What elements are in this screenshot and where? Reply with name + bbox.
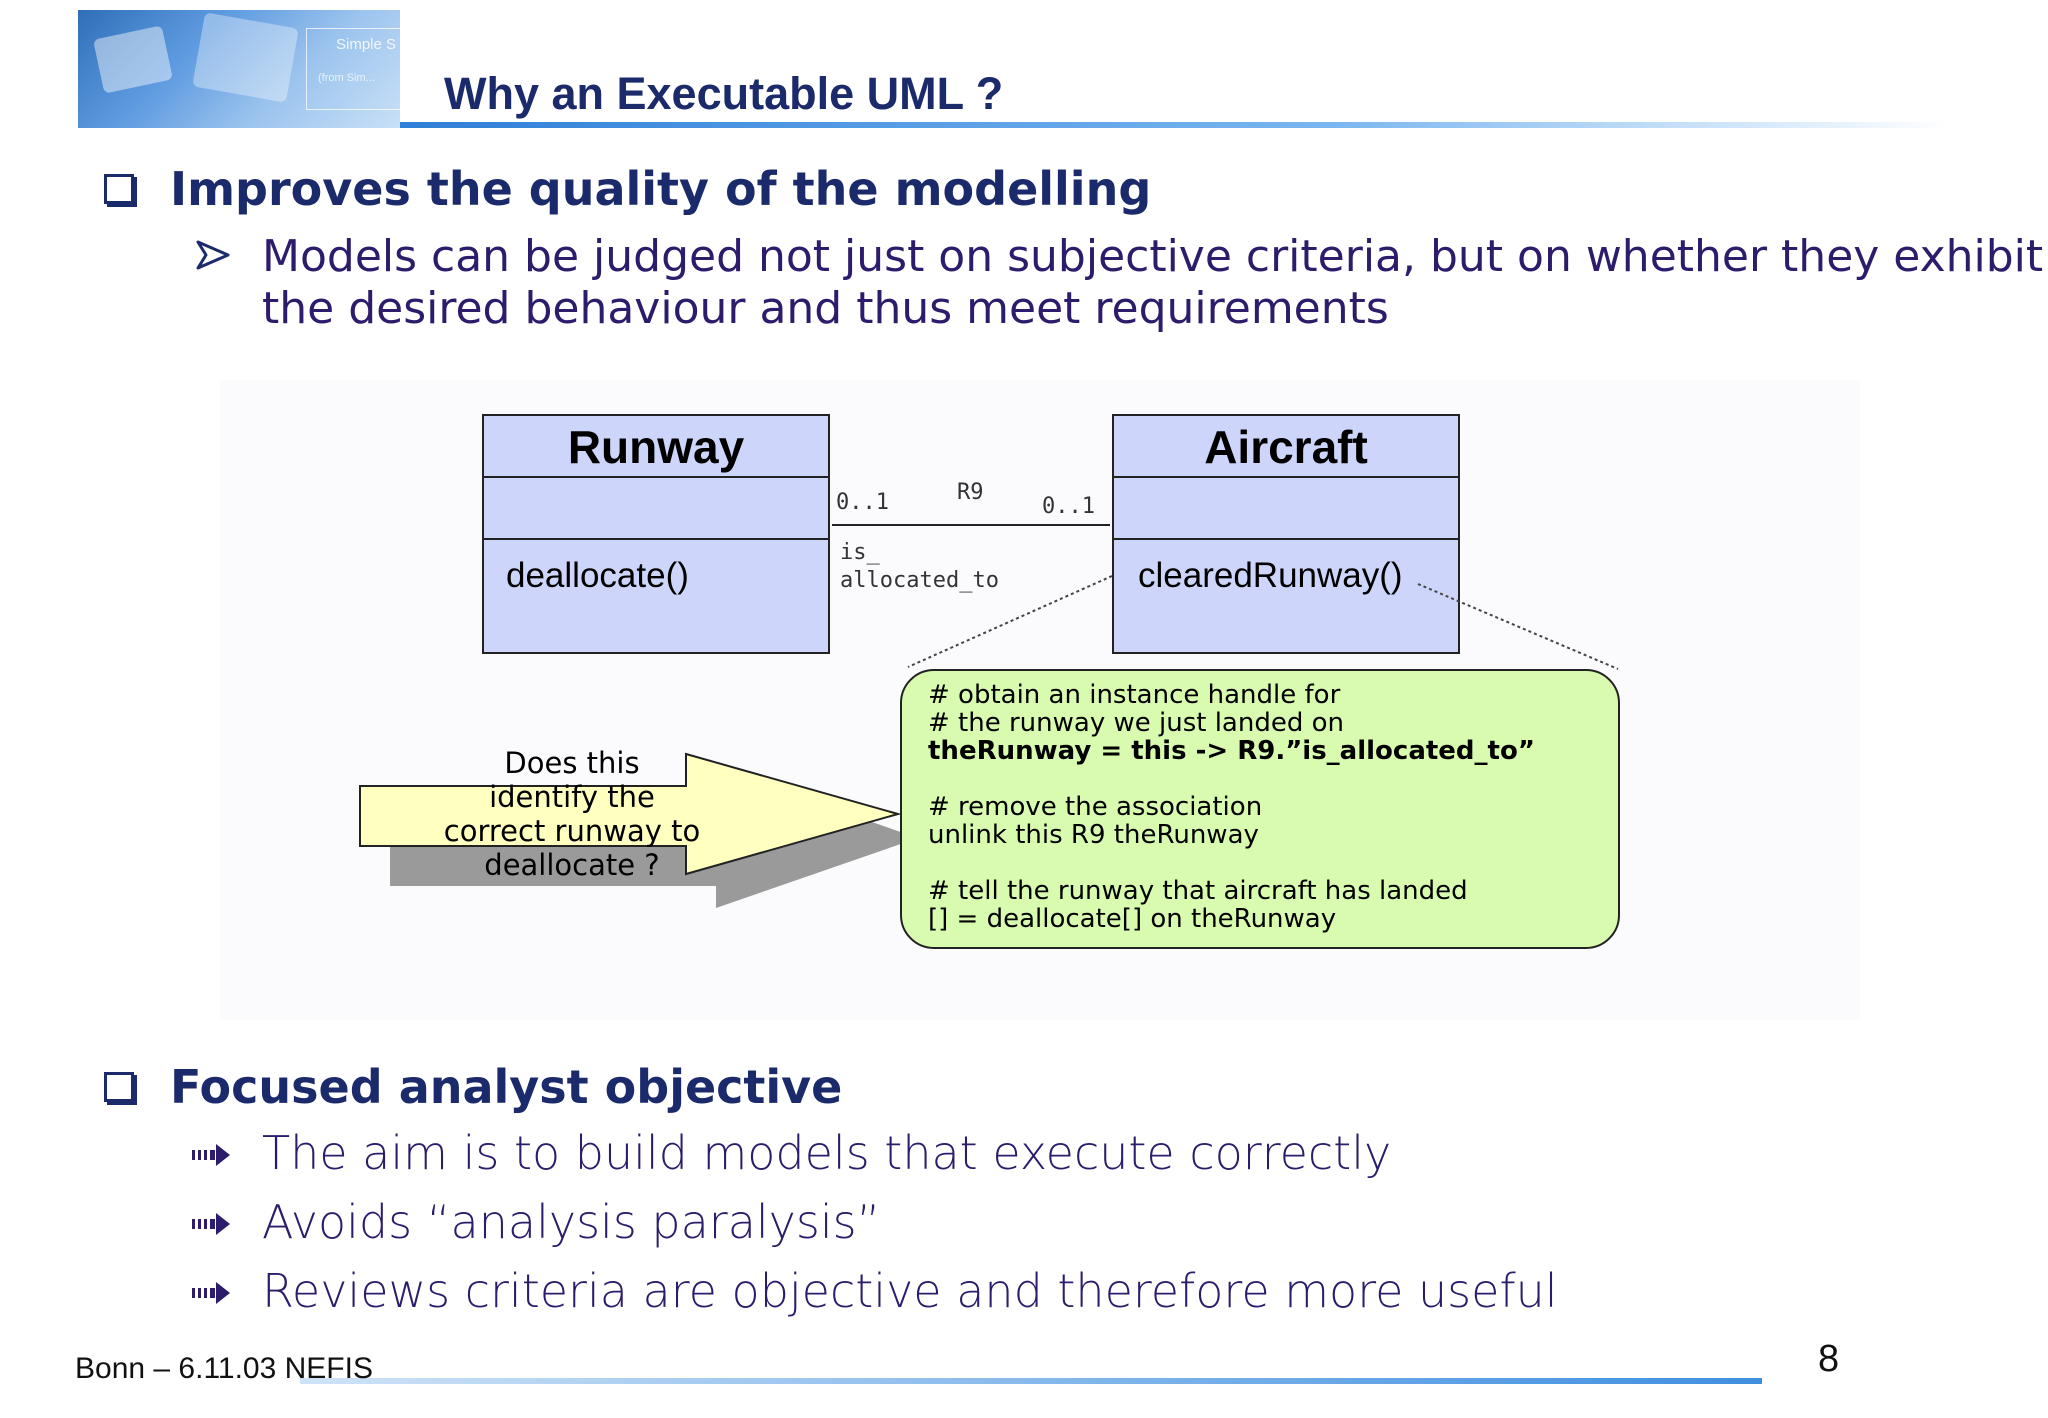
dashed-arrow-bullet-icon bbox=[192, 1280, 232, 1310]
callout-text: Does this identify the correct runway to… bbox=[400, 746, 744, 882]
note-line: # remove the association bbox=[928, 792, 1263, 822]
callout-arrow bbox=[359, 752, 902, 876]
role-name-line-2: allocated_to bbox=[840, 568, 999, 593]
header-logo-image: Simple S (from Sim... bbox=[78, 10, 400, 128]
note-line: theRunway = this -> R9.”is_allocated_to” bbox=[928, 736, 1535, 766]
section2-item: Avoids “analysis paralysis” bbox=[262, 1195, 881, 1249]
role-name-line-1: is_ bbox=[840, 540, 880, 565]
title-underline bbox=[400, 122, 1950, 128]
callout-line: Does this bbox=[504, 746, 640, 780]
runway-class-box: Runway deallocate() bbox=[482, 414, 830, 654]
note-line: # the runway we just landed on bbox=[928, 708, 1344, 738]
footer-rule bbox=[300, 1378, 1762, 1384]
logo-text-2: (from Sim... bbox=[318, 72, 375, 84]
dashed-arrow-bullet-icon bbox=[192, 1142, 232, 1172]
action-code-note: # obtain an instance handle for # the ru… bbox=[900, 669, 1620, 949]
section2-heading: Focused analyst objective bbox=[170, 1060, 843, 1114]
callout-line: identify the bbox=[489, 780, 655, 814]
runway-attributes-compartment bbox=[484, 478, 828, 540]
association-name: R9 bbox=[957, 480, 984, 505]
note-line bbox=[928, 849, 1592, 877]
note-line: unlink this R9 theRunway bbox=[928, 820, 1259, 850]
callout-line: deallocate ? bbox=[484, 848, 660, 882]
note-line: # tell the runway that aircraft has land… bbox=[928, 876, 1468, 906]
aircraft-attributes-compartment bbox=[1114, 478, 1458, 540]
multiplicity-left: 0..1 bbox=[836, 490, 889, 515]
aircraft-operation: clearedRunway() bbox=[1138, 556, 1403, 595]
aircraft-class-name: Aircraft bbox=[1114, 416, 1458, 478]
square-bullet-icon bbox=[104, 174, 134, 204]
aircraft-class-box: Aircraft clearedRunway() bbox=[1112, 414, 1460, 654]
arrowhead-bullet-icon bbox=[196, 238, 230, 272]
logo-text-1: Simple S bbox=[336, 36, 397, 53]
runway-class-name: Runway bbox=[484, 416, 828, 478]
section1-heading: Improves the quality of the modelling bbox=[170, 162, 1152, 216]
note-connector-left bbox=[907, 575, 1113, 668]
multiplicity-right: 0..1 bbox=[1042, 494, 1095, 519]
square-bullet-icon bbox=[104, 1072, 134, 1102]
dashed-arrow-bullet-icon bbox=[192, 1211, 232, 1241]
callout-line: correct runway to bbox=[443, 814, 701, 848]
section2-item: The aim is to build models that execute … bbox=[262, 1126, 1392, 1180]
note-line bbox=[928, 765, 1592, 793]
page-number: 8 bbox=[1818, 1338, 1840, 1380]
note-line: # obtain an instance handle for bbox=[928, 680, 1341, 710]
note-line: [] = deallocate[] on theRunway bbox=[928, 904, 1337, 934]
section1-bullet-line-2: the desired behaviour and thus meet requ… bbox=[262, 283, 1389, 334]
section1-bullet-line-1: Models can be judged not just on subject… bbox=[262, 231, 2044, 282]
section2-item: Reviews criteria are objective and there… bbox=[262, 1264, 1558, 1318]
note-connector-right bbox=[1417, 583, 1619, 670]
runway-operation: deallocate() bbox=[506, 556, 689, 595]
slide-title: Why an Executable UML ? bbox=[444, 68, 1004, 119]
footer-text: Bonn – 6.11.03 NEFIS bbox=[75, 1352, 373, 1385]
